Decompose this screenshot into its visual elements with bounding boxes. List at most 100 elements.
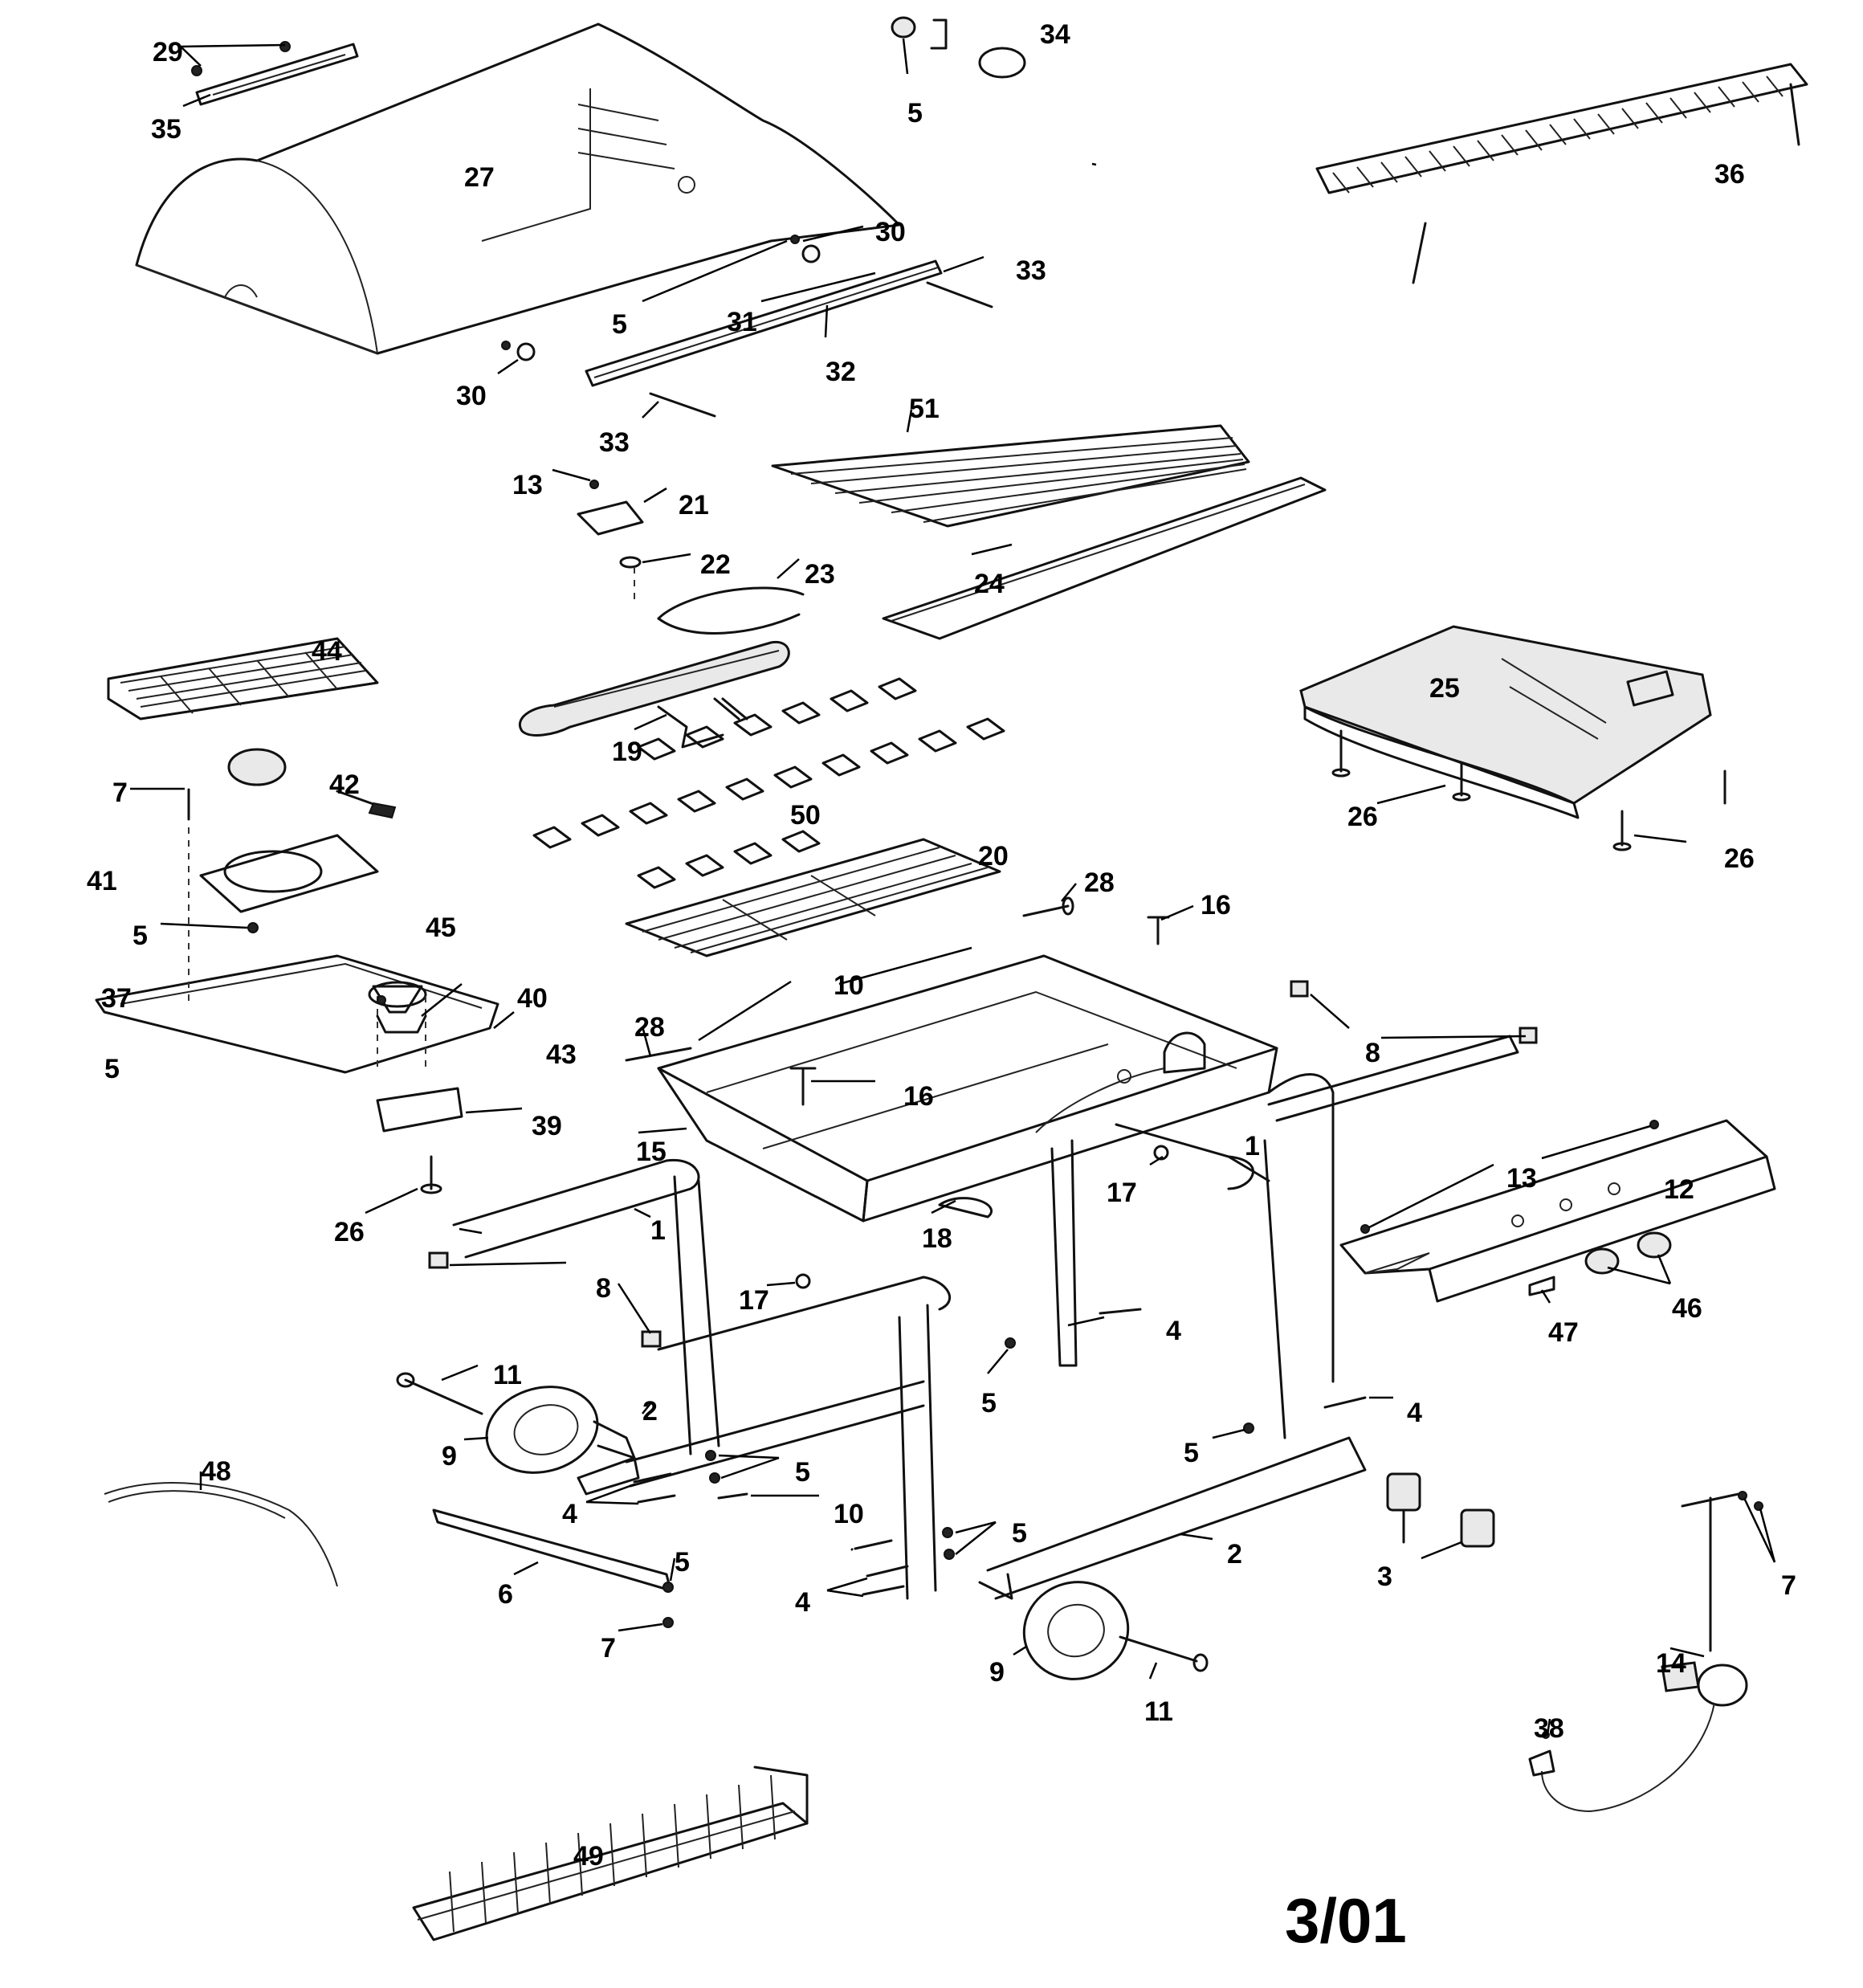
callout-13: 13	[512, 470, 543, 500]
callout-5: 5	[104, 1054, 120, 1084]
cooking-grid-part	[771, 409, 1250, 528]
callout-12: 12	[1664, 1174, 1694, 1205]
hood-lid-part	[135, 22, 901, 355]
callout-5: 5	[132, 921, 148, 951]
callout-40: 40	[517, 983, 548, 1014]
callout-41: 41	[87, 866, 117, 896]
callout-5: 5	[907, 98, 923, 129]
callout-2: 2	[642, 1396, 658, 1427]
callout-45: 45	[426, 912, 456, 943]
heat-shield-part	[882, 476, 1327, 640]
callout-14: 14	[1656, 1648, 1686, 1679]
tool-holder-part	[104, 1472, 338, 1587]
callout-5: 5	[1012, 1518, 1027, 1549]
callout-4: 4	[1166, 1316, 1181, 1346]
callout-7: 7	[601, 1633, 616, 1663]
side-shelf-frame-part	[95, 827, 523, 1214]
callout-29: 29	[153, 37, 183, 67]
callout-9: 9	[989, 1657, 1005, 1688]
callout-2: 2	[1227, 1539, 1242, 1570]
callout-9: 9	[442, 1441, 457, 1472]
callout-17: 17	[739, 1285, 769, 1316]
hinge-bar-part	[497, 225, 993, 418]
callout-18: 18	[922, 1223, 952, 1254]
callout-5: 5	[612, 309, 627, 340]
revision-label: 3/01	[1285, 1885, 1407, 1956]
callout-13: 13	[1506, 1163, 1537, 1194]
callout-3: 3	[1377, 1561, 1392, 1592]
callout-19: 19	[612, 737, 642, 767]
callout-26: 26	[334, 1217, 365, 1247]
callout-15: 15	[636, 1137, 667, 1167]
callout-11: 11	[493, 1360, 522, 1390]
warming-basket-part	[412, 1766, 809, 1941]
callout-39: 39	[532, 1111, 562, 1141]
callout-4: 4	[562, 1499, 577, 1529]
callout-38: 38	[1534, 1713, 1564, 1744]
callout-23: 23	[805, 559, 835, 590]
callout-5: 5	[981, 1388, 997, 1419]
firebox-hardware-part	[625, 883, 1170, 1134]
callout-17: 17	[1107, 1178, 1137, 1208]
callout-28: 28	[1084, 867, 1115, 898]
callout-35: 35	[151, 114, 181, 145]
cart-frame-part	[428, 980, 1538, 1632]
callout-26: 26	[1724, 843, 1755, 874]
callout-49: 49	[573, 1841, 604, 1872]
callout-27: 27	[464, 162, 495, 193]
warming-rack-part	[1315, 63, 1808, 284]
callout-5: 5	[675, 1547, 690, 1578]
rock-grate-part	[625, 838, 1001, 957]
callout-33: 33	[599, 427, 630, 458]
callout-4: 4	[795, 1587, 810, 1618]
wheel-assembly-part	[396, 1364, 1209, 1680]
callout-28: 28	[634, 1012, 665, 1043]
callout-5: 5	[1184, 1438, 1199, 1468]
callout-16: 16	[903, 1081, 934, 1112]
callout-7: 7	[1781, 1570, 1796, 1601]
callout-30: 30	[456, 381, 487, 411]
callout-46: 46	[1672, 1293, 1702, 1324]
callout-32: 32	[826, 357, 856, 387]
callout-33: 33	[1016, 255, 1046, 286]
callout-42: 42	[329, 769, 360, 800]
callout-22: 22	[700, 549, 731, 580]
callout-7: 7	[112, 778, 128, 808]
regulator-hose-part	[1528, 1491, 1776, 1813]
callout-1: 1	[650, 1215, 666, 1246]
callout-48: 48	[201, 1456, 231, 1487]
callout-31: 31	[727, 307, 757, 337]
callout-8: 8	[1365, 1038, 1380, 1068]
lid-handle-part	[180, 41, 359, 108]
callout-51: 51	[909, 394, 940, 424]
callout-50: 50	[790, 800, 821, 831]
igniter-module-part	[1386, 1472, 1495, 1560]
callout-26: 26	[1347, 802, 1378, 832]
callout-4: 4	[1407, 1398, 1422, 1428]
callout-10: 10	[834, 1499, 864, 1529]
callout-44: 44	[312, 636, 342, 667]
callout-37: 37	[101, 983, 132, 1014]
callout-11: 11	[1144, 1696, 1173, 1727]
side-burner-grate-part	[107, 637, 379, 720]
callout-20: 20	[978, 841, 1009, 872]
callout-21: 21	[679, 490, 709, 520]
callout-43: 43	[546, 1039, 577, 1070]
callout-10: 10	[834, 970, 864, 1001]
briquette-tray-part	[532, 677, 1005, 889]
side-burner-part	[130, 748, 397, 933]
leader-lines	[459, 162, 1194, 1235]
callout-34: 34	[1040, 19, 1070, 50]
callout-5: 5	[795, 1457, 810, 1488]
callout-8: 8	[596, 1273, 611, 1304]
control-panel-part	[1339, 1119, 1776, 1304]
thermometer-bracket-part	[891, 16, 1026, 79]
burner-assembly-part	[519, 468, 805, 749]
callout-16: 16	[1201, 890, 1231, 921]
callout-25: 25	[1429, 673, 1460, 704]
callout-6: 6	[498, 1579, 513, 1610]
side-shelf-part	[1299, 625, 1726, 851]
callout-1: 1	[1245, 1131, 1260, 1161]
callout-30: 30	[875, 217, 906, 247]
